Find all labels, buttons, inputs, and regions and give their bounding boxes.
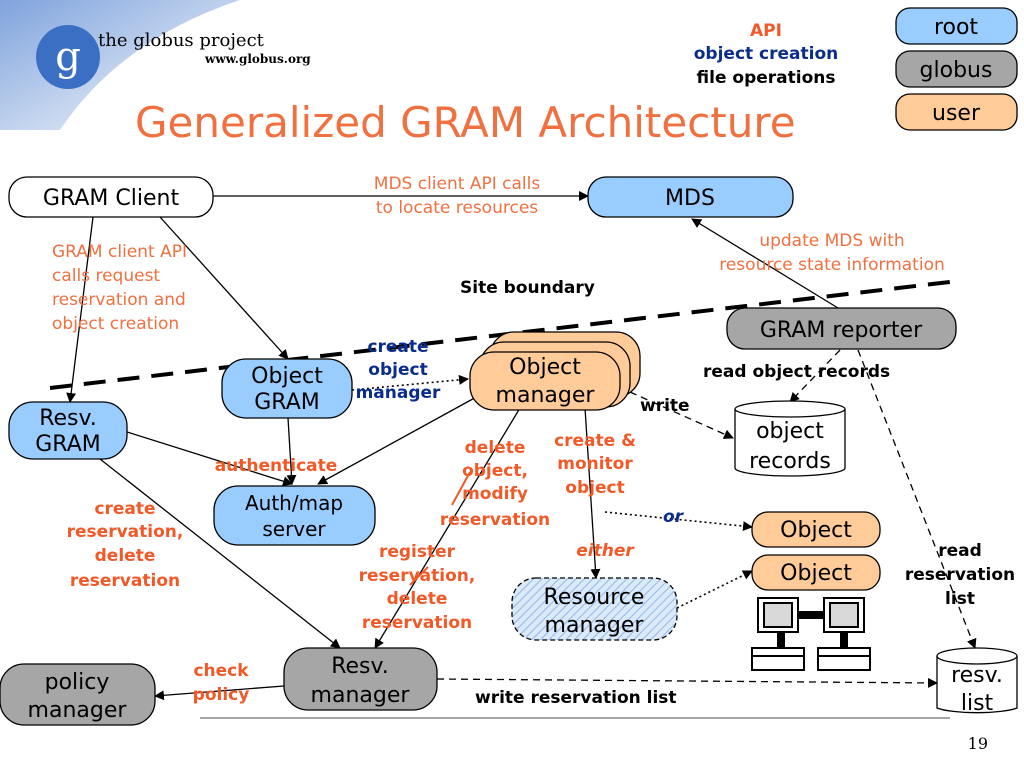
object-gram-node (221, 358, 353, 419)
auth-map-server-node (213, 485, 376, 546)
site-boundary-label: Site boundary (460, 278, 595, 298)
create-reservation-label: create (94, 499, 155, 519)
legend-object-creation: object creation (694, 44, 839, 64)
page-number: 19 (968, 734, 988, 753)
gram-client-label: GRAM Client (43, 186, 180, 211)
logo-name: the globus project (98, 30, 265, 51)
create-object-manager-label: create (367, 337, 428, 357)
object-node-1 (751, 511, 881, 548)
object-node-2 (751, 554, 881, 591)
or-label: or (663, 507, 685, 527)
svg-text:calls request: calls request (52, 266, 160, 286)
svg-text:reservation: reservation (440, 510, 550, 530)
svg-text:policy: policy (45, 670, 110, 695)
authenticate-label: authenticate (215, 456, 338, 476)
update-mds-label: update MDS with (759, 231, 904, 251)
connectors (66, 191, 977, 719)
svg-text:object,: object, (462, 461, 528, 481)
legend-globus (895, 50, 1018, 88)
object-manager-node (469, 351, 621, 411)
svg-text:Object: Object (780, 518, 852, 543)
write-label: write (640, 396, 690, 416)
resource-manager-node (511, 577, 678, 641)
svg-text:modify: modify (462, 484, 528, 504)
read-object-records-label: read object records (703, 362, 890, 382)
legend-user (895, 93, 1018, 131)
legend-file-operations: file operations (697, 68, 836, 88)
svg-text:globus: globus (920, 58, 993, 83)
svg-text:records: records (749, 449, 831, 474)
computers-icon (751, 597, 871, 671)
svg-text:GRAM: GRAM (35, 432, 100, 457)
resv-list-cylinder (936, 647, 1018, 714)
check-policy-label: check (193, 661, 249, 681)
svg-text:Object: Object (780, 561, 852, 586)
svg-text:manager: manager (28, 698, 128, 723)
svg-text:manager: manager (545, 613, 645, 638)
delete-object-label: delete (465, 438, 526, 458)
svg-text:object: object (565, 478, 624, 498)
read-reservation-list-label: read (938, 541, 982, 561)
svg-text:resource state information: resource state information (719, 255, 945, 275)
write-reservation-list-label: write reservation list (475, 688, 677, 708)
svg-text:reservation: reservation (362, 613, 472, 633)
object-records-cylinder (734, 400, 846, 477)
resv-manager-node (283, 647, 438, 711)
svg-text:list: list (945, 589, 975, 609)
svg-text:delete: delete (95, 546, 156, 566)
svg-text:Resv.: Resv. (39, 406, 97, 431)
gram-client-api-label: GRAM client API (52, 242, 187, 262)
page-title: Generalized GRAM Architecture (135, 98, 796, 147)
object-manager-stack (469, 331, 641, 411)
legend-api: API (750, 21, 782, 41)
svg-text:manager: manager (311, 683, 411, 708)
svg-text:Object: Object (509, 355, 581, 380)
svg-text:reservation and: reservation and (52, 290, 186, 310)
svg-text:g: g (55, 34, 81, 80)
svg-text:reservation: reservation (905, 565, 1015, 585)
svg-text:manager: manager (356, 383, 441, 403)
svg-text:object: object (756, 419, 824, 444)
policy-manager-node (0, 663, 156, 726)
resv-gram-node (8, 401, 128, 460)
mds-node (587, 176, 794, 218)
gram-client-node (8, 176, 214, 218)
svg-text:reservation: reservation (70, 571, 180, 591)
svg-text:Object: Object (251, 364, 323, 389)
globus-logo: g the globus project www.globus.org (36, 25, 311, 89)
svg-text:resv.: resv. (951, 663, 1003, 688)
svg-text:Auth/map: Auth/map (245, 491, 343, 515)
svg-text:object: object (368, 360, 427, 380)
svg-text:monitor: monitor (557, 454, 633, 474)
svg-text:server: server (262, 517, 326, 541)
gram-reporter-node (726, 307, 957, 350)
register-reservation-label: register (379, 542, 456, 562)
legend-root (895, 7, 1018, 45)
svg-text:manager: manager (496, 383, 596, 408)
mds-label: MDS (665, 186, 715, 211)
svg-text:delete: delete (387, 589, 448, 609)
logo-globe-icon (36, 25, 100, 89)
logo-url: www.globus.org (204, 52, 311, 66)
svg-text:Resv.: Resv. (331, 654, 389, 679)
mds-client-api-label: MDS client API calls (374, 174, 541, 194)
svg-text:user: user (932, 101, 981, 126)
svg-text:root: root (934, 15, 978, 40)
svg-text:to locate resources: to locate resources (376, 198, 538, 218)
gram-reporter-label: GRAM reporter (760, 318, 923, 343)
svg-text:GRAM: GRAM (254, 390, 319, 415)
svg-text:Resource: Resource (544, 585, 645, 610)
svg-text:reservation,: reservation, (67, 522, 184, 542)
svg-text:object creation: object creation (52, 314, 179, 334)
svg-text:reservation,: reservation, (359, 566, 476, 586)
svg-text:list: list (961, 691, 994, 716)
create-monitor-label: create & (554, 431, 636, 451)
either-label: either (576, 541, 635, 561)
svg-text:policy: policy (193, 685, 250, 705)
